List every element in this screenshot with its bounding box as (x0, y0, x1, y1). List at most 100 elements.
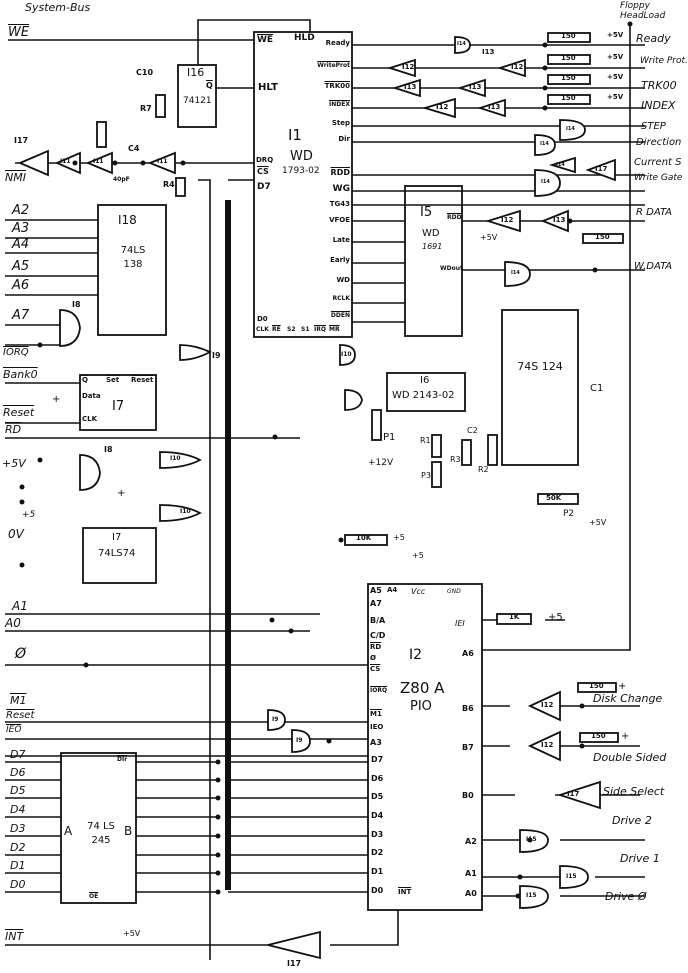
label-5v-ready: +5V (607, 31, 624, 39)
i2-pin-b7: B7 (462, 743, 474, 752)
bus-a5: A5 (12, 259, 30, 274)
i2-pin-a2: A2 (465, 837, 477, 846)
bus-a6: A6 (12, 278, 30, 293)
i1-pin-d0: D0 (257, 315, 268, 323)
label-ds-plus: + (621, 731, 630, 742)
gate-i8-b: I8 (104, 445, 113, 454)
bus-ieo: IEO (6, 725, 22, 735)
label-r1k: 1K (509, 613, 520, 621)
label-p3: P3 (421, 471, 431, 480)
i2-pin-a7: A7 (370, 599, 382, 608)
bus-d3: D3 (10, 822, 26, 835)
i245-pin-dir: DIr (117, 756, 128, 763)
i1-pin-drq: DRQ (256, 156, 274, 164)
label-r1: R1 (420, 436, 431, 445)
gate-i13-a: I13 (482, 48, 495, 56)
sig-drive1: Drive 1 (620, 852, 660, 865)
i5-pin-wdout: WDout (440, 265, 463, 272)
i1-pin-re: RE (272, 326, 281, 333)
i1-pin-tg43: TG43 (329, 200, 350, 208)
label-r150-trk: 150 (561, 74, 576, 82)
i2-pin-d3: D3 (371, 830, 384, 839)
label-i2-vcc-p5: +5 (412, 551, 424, 560)
chip-i2-part: PIO (410, 699, 432, 714)
label-p2-value: 50K (546, 494, 562, 502)
i2-pin-d1: D1 (371, 867, 384, 876)
gate-i12-a: I12 (402, 63, 415, 71)
sig-doublesided: Double Sided (593, 751, 667, 764)
gate-i10-b: I10 (180, 508, 191, 515)
label-r150-rdata: 150 (595, 233, 610, 241)
i2-pin-a6: A6 (462, 649, 474, 658)
i7a-pin-reset: Reset (131, 376, 154, 384)
chip-i1-type: WD (290, 149, 313, 164)
chip-i2-type: Z80 A (400, 679, 445, 697)
sig-wdata: W.DATA (634, 261, 673, 272)
i1-pin-early: Early (330, 256, 350, 264)
chip-i245-part: 74 LS 245 (87, 821, 115, 846)
bus-int: INT (5, 930, 24, 943)
sig-sideselect: Side Select (603, 785, 665, 798)
i7a-pin-set: Set (106, 376, 120, 384)
sig-writegate: Write Gate (634, 173, 683, 183)
gate-i9-c: I9 (296, 737, 303, 744)
i2-pin-gnd: GND (447, 588, 461, 595)
i2-pin-d7: D7 (371, 755, 384, 764)
i1-pin-irq: IRQ (314, 326, 326, 333)
i5-pin-rdd: RDD (447, 214, 462, 221)
bus-m1: M1 (10, 694, 27, 707)
gate-i10-c: I10 (341, 351, 352, 358)
chip-i5-name: I5 (420, 205, 433, 220)
label-c10: C10 (136, 68, 154, 77)
chip-i7b-part: 74LS74 (98, 548, 136, 559)
i2-pin-iei: IEI (455, 619, 465, 628)
gate-i8-a: I8 (72, 300, 81, 309)
system-bus-title: System-Bus (25, 1, 91, 14)
i7a-pin-data: Data (82, 392, 101, 400)
i2-pin-cd: C/D (370, 631, 386, 640)
bus-clk: Ø (15, 646, 27, 662)
gate-i11-b: I11 (93, 158, 104, 165)
chip-i7b-name: I7 (112, 532, 122, 543)
label-p2-5v: +5V (589, 518, 607, 527)
i2-pin-d4: D4 (371, 811, 384, 820)
i7a-pin-clk: CLK (82, 415, 98, 423)
i1-pin-vfoe: VFOE (329, 216, 350, 224)
i2-pin-a4: A4 (387, 586, 398, 594)
chip-i1-name: I1 (288, 126, 302, 144)
label-i7b-plus: + (117, 488, 126, 499)
label-r10k: 10K (356, 534, 372, 542)
i16-pin-q: Q (206, 81, 213, 90)
gate-i15-c: I15 (526, 892, 537, 899)
chip-i18-name: I18 (118, 213, 137, 227)
i1-pin-mr: MR (329, 326, 340, 333)
bus-d6: D6 (10, 766, 26, 779)
i2-pin-a0: A0 (465, 889, 477, 898)
sig-trk00: TRK00 (641, 79, 677, 92)
bus-d5: D5 (10, 784, 26, 797)
bus-a3: A3 (12, 221, 30, 236)
label-i245-5v: +5V (123, 929, 141, 938)
label-r150-ready: 150 (561, 32, 576, 40)
bus-reset2: Reset (6, 710, 35, 721)
i245-side-b: B (124, 824, 133, 838)
gate-i11-c: I11 (157, 158, 168, 165)
i1-pin-rdd: RDD (330, 168, 350, 177)
label-r150-wp: 150 (561, 54, 576, 62)
i1-pin-index: INDEX (329, 101, 350, 108)
label-r10k-p5: +5 (393, 533, 405, 542)
label-r150-index: 150 (561, 94, 576, 102)
i1-pin-clk: CLK (256, 326, 269, 333)
sig-writeprot: Write Prot. (640, 56, 688, 66)
i2-pin-d5: D5 (371, 792, 384, 801)
label-c1: C1 (590, 383, 604, 394)
i1-pin-we: WE (257, 35, 274, 45)
chip-i6-body (386, 372, 466, 412)
bus-d0: D0 (10, 878, 26, 891)
chip-i2-body (367, 583, 483, 911)
label-5v-wp: +5V (607, 53, 624, 61)
chip-i5-type: WD (422, 228, 440, 239)
i2-pin-clk: Ø (370, 654, 376, 662)
i1-pin-d7: D7 (257, 182, 271, 192)
